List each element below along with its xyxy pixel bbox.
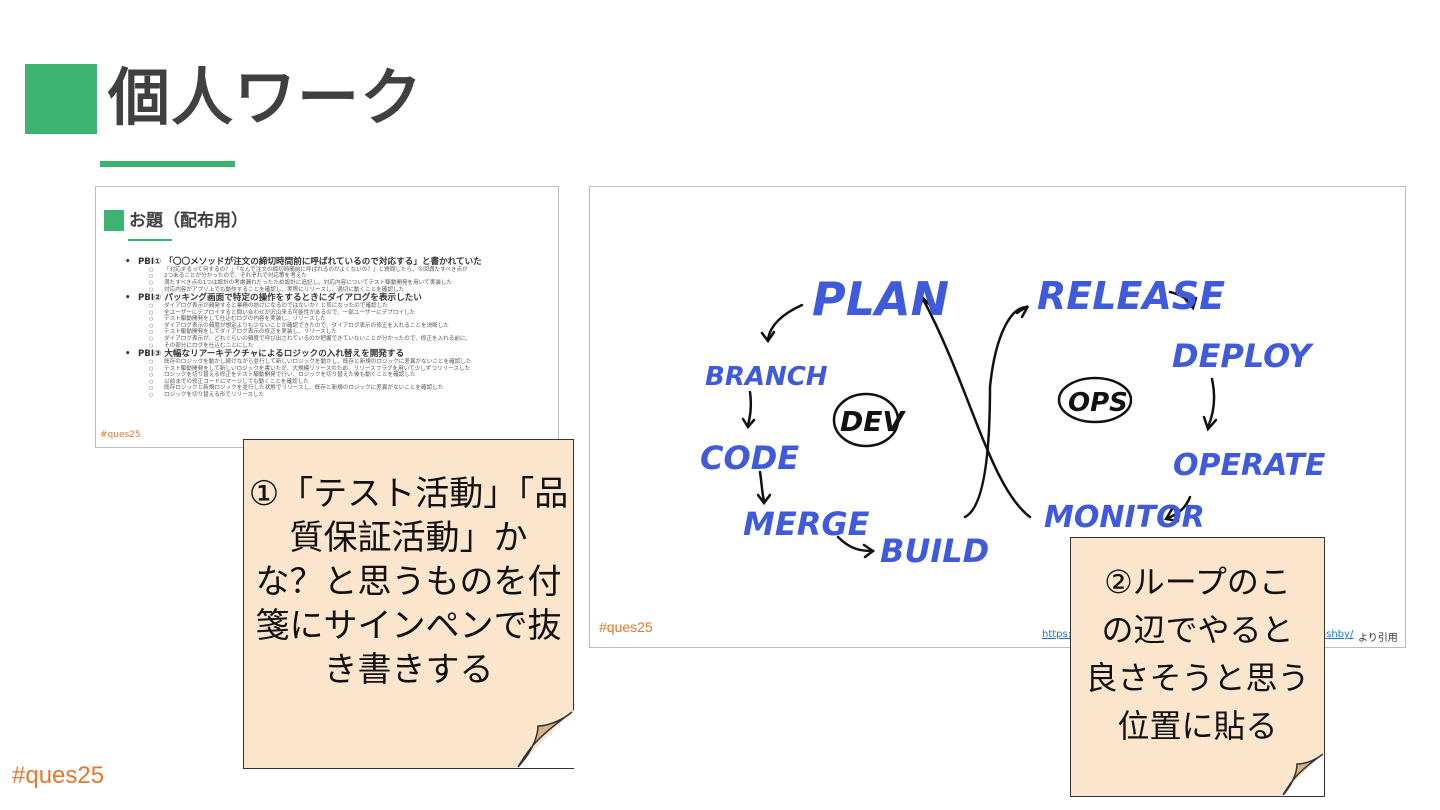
arrow-plan-to-branch bbox=[766, 303, 804, 341]
label-branch: BRANCH bbox=[705, 362, 828, 392]
sticky-note-2-line-1: ②ループのこ bbox=[1104, 563, 1291, 601]
arrowhead-merge bbox=[756, 493, 772, 506]
loop-arrowhead-plan bbox=[916, 295, 934, 313]
devops-loop-drawing: PLAN BRANCH CODE MERGE BUILD DEV RELEASE… bbox=[700, 272, 1326, 570]
pbi-list: PBI① 「〇〇メソッドが注文の締切時間前に呼ばれているので対応する」と書かれて… bbox=[125, 257, 548, 399]
thumbnail-title: お題（配布用） bbox=[129, 211, 248, 231]
thumbnail-accent-square bbox=[104, 210, 124, 231]
label-merge: MERGE bbox=[743, 505, 870, 543]
title-underline bbox=[100, 161, 235, 167]
pbi-2-sub-4: ダイアログ表示の頻度が想定よりも少ないことが確認できたので、ダイアログ表示の修正… bbox=[138, 323, 548, 330]
pbi-3-sub-5: 既存ロジックと新規ロジックを並行した状態でリリースし、既存と新規のロジックに差異… bbox=[138, 385, 548, 392]
sticky-note-1-line-1: ①「テスト活動」「品 bbox=[248, 474, 569, 514]
sticky-note-1-line-2: 質保証活動」か bbox=[289, 518, 528, 558]
arrowhead-build bbox=[862, 543, 876, 559]
pbi-1-sub-2: 2つあることが分かったので、それぞれで対応策を考えた bbox=[138, 273, 548, 280]
label-release: RELEASE bbox=[1037, 274, 1225, 318]
sticky-note-1-line-4: 箋にサインペンで抜 bbox=[255, 606, 562, 646]
loop-arrowhead-release bbox=[1015, 304, 1030, 319]
pbi-item-3: PBI③ 大幅なリアーキテクチャによるロジックの入れ替えを開発する bbox=[125, 350, 548, 359]
assignment-slide-thumbnail: お題（配布用） PBI① 「〇〇メソッドが注文の締切時間前に呼ばれているので対応… bbox=[95, 186, 559, 448]
arrow-merge-to-build bbox=[836, 535, 874, 553]
pbi-3-sub-2: テスト駆動開発をして新しいロジックを書いたが、大規模リリースのため、リリースフラ… bbox=[138, 366, 548, 373]
pbi-3-sub-6: ロジックを切り替える形でリリースした bbox=[138, 392, 548, 399]
loop-stroke-build-to-release bbox=[963, 305, 1029, 519]
arrow-branch-to-code bbox=[746, 390, 753, 427]
label-code: CODE bbox=[700, 439, 799, 477]
loop-stroke-monitor-to-plan bbox=[921, 297, 1032, 519]
footer-hashtag: #ques25 bbox=[12, 762, 105, 789]
sticky-note-2-text: ②ループのこ の辺でやると 良さそうと思う 位置に貼る bbox=[1071, 558, 1324, 750]
pbi-2-sub-5: テスト駆動開発をしてダイアログ表示の修正を実装し、リリースした bbox=[138, 329, 548, 336]
sticky-note-1-curl bbox=[516, 710, 574, 768]
page-title: 個人ワーク bbox=[108, 61, 424, 134]
sticky-note-2: ②ループのこ の辺でやると 良さそうと思う 位置に貼る bbox=[1070, 537, 1325, 797]
sticky-note-2-line-4: 位置に貼る bbox=[1117, 707, 1278, 745]
label-operate: OPERATE bbox=[1173, 448, 1326, 483]
thumbnail-title-underline bbox=[128, 239, 172, 241]
sticky-note-1-line-3: な？と思うものを付 bbox=[255, 562, 562, 602]
pbi-3-sub-3: ロジックを切り替える修正をテスト駆動開発で行い、ロジックを切り替えた後も動くこと… bbox=[138, 372, 548, 379]
pbi-2-sub-7: その部分にログを仕込むことにした bbox=[138, 343, 548, 350]
label-ops: OPS bbox=[1068, 388, 1128, 418]
pbi-1-sub-3: 満たすべき点の1つは設計の考慮漏れだったため設計に追記し、対応内容についてテスト… bbox=[138, 280, 548, 287]
label-monitor: MONITOR bbox=[1044, 500, 1205, 535]
thumbnail-hashtag: #ques25 bbox=[100, 430, 141, 440]
pbi-1-sub-1: 「対応するって何するの？」「なんで注文の締切時間前に呼ばれるのがよくないの？」と… bbox=[138, 267, 548, 274]
pbi-2-sub-2: 全ユーザーにデプロイすると問い合わせが沢山来る可能性があるので、一部ユーザーにデ… bbox=[138, 310, 548, 317]
sticky-note-2-line-2: の辺でやると bbox=[1101, 611, 1294, 649]
devops-loop-diagram: PLAN BRANCH CODE MERGE BUILD DEV RELEASE… bbox=[589, 186, 1406, 648]
pbi-item-1: PBI① 「〇〇メソッドが注文の締切時間前に呼ばれているので対応する」と書かれて… bbox=[125, 258, 548, 267]
pbi-1-sub-4: 対応内容がアプリ上でも動作することを確認し、実際にリリースし、適切に動くことを確… bbox=[138, 287, 548, 294]
sticky-note-1-text: ①「テスト活動」「品 質保証活動」か な？と思うものを付 箋にサインペンで抜 き… bbox=[244, 472, 573, 692]
sticky-note-1-line-5: き書きする bbox=[323, 650, 494, 690]
arrowhead-monitor bbox=[1163, 507, 1180, 523]
diagram-hashtag: #ques25 bbox=[599, 619, 653, 635]
pbi-3-sub-4: 以前までの修正コードにマージしても動くことを確認した bbox=[138, 379, 548, 386]
label-plan: PLAN bbox=[812, 272, 949, 326]
ops-circle bbox=[1057, 376, 1133, 424]
pbi-2-sub-1: ダイアログ表示が頻発すると業務の妨げになるのではないか？と気になったので確認した bbox=[138, 303, 548, 310]
arrowhead-operate bbox=[1202, 415, 1218, 432]
label-build: BUILD bbox=[880, 532, 989, 570]
source-credit: より引用 bbox=[1358, 633, 1398, 644]
arrow-deploy-to-operate bbox=[1206, 377, 1216, 429]
source-link-end[interactable]: ashby/ bbox=[1320, 629, 1354, 640]
pbi-2-sub-3: テスト駆動開発をして仕込むログの内容を実装し、リリースした bbox=[138, 316, 548, 323]
arrow-code-to-merge bbox=[758, 470, 766, 503]
arrow-operate-to-monitor bbox=[1166, 495, 1192, 520]
arrowhead-branch bbox=[760, 330, 776, 344]
arrowhead-deploy bbox=[1184, 296, 1198, 311]
label-deploy: DEPLOY bbox=[1172, 337, 1314, 375]
pbi-3-sub-1: 既存のロジックを動かし続けながら並行して新しいロジックを動かし、既存と新規のロジ… bbox=[138, 359, 548, 366]
label-dev: DEV bbox=[840, 405, 906, 438]
sticky-note-2-line-3: 良さそうと思う bbox=[1085, 659, 1310, 697]
pbi-item-2: PBI② パッキング画面で特定の操作をするときにダイアログを表示したい bbox=[125, 294, 548, 303]
pbi-2-sub-6: ダイアログ表示が、どれぐらいの頻度で呼び出されているのか把握できていないことが分… bbox=[138, 336, 548, 343]
dev-circle bbox=[832, 392, 900, 448]
source-link[interactable]: https:// bbox=[1042, 629, 1078, 640]
title-accent-square bbox=[25, 64, 97, 134]
sticky-note-1: ①「テスト活動」「品 質保証活動」か な？と思うものを付 箋にサインペンで抜 き… bbox=[243, 439, 574, 769]
sticky-note-2-curl bbox=[1281, 752, 1324, 796]
arrowhead-code bbox=[741, 417, 756, 430]
